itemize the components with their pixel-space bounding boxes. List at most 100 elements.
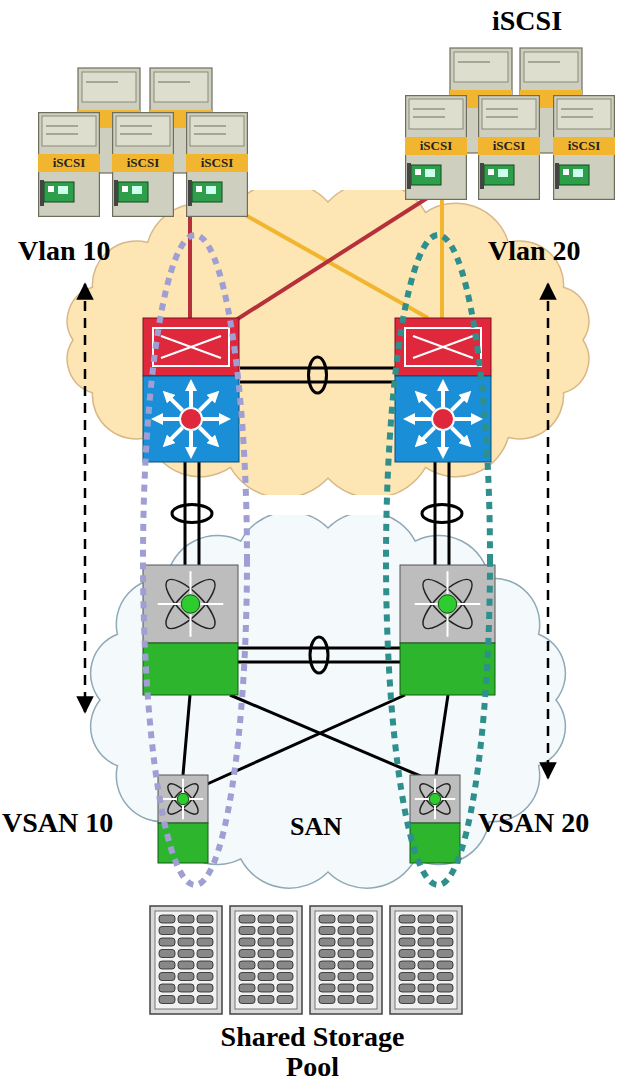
disk-drive	[239, 996, 255, 1004]
router-arrow	[419, 427, 435, 443]
disk-array	[150, 906, 222, 1014]
disk-drive	[258, 973, 274, 981]
switch-base	[143, 643, 238, 695]
nic-bracket	[40, 180, 44, 206]
trunk-link	[238, 661, 400, 664]
disk-drive	[159, 961, 175, 969]
trunk-link	[448, 462, 451, 565]
iscsi-server: iSCSI	[112, 112, 174, 217]
disk-drive	[258, 938, 274, 946]
disk-drive	[197, 938, 213, 946]
nic-bracket	[188, 180, 192, 206]
server-slot	[46, 126, 78, 127]
server-slot	[486, 117, 518, 118]
switch-arrow	[163, 798, 177, 800]
switch-icon	[413, 336, 473, 358]
disk-drive	[338, 961, 354, 969]
disk-drive	[399, 950, 415, 958]
switch-icon	[413, 336, 473, 358]
disk-array	[390, 906, 462, 1014]
server-slot	[486, 109, 518, 110]
port-channel	[422, 505, 462, 523]
trunk-link	[240, 367, 395, 370]
nic-bracket	[114, 180, 118, 206]
server-link	[440, 195, 444, 318]
array-face	[395, 911, 457, 1009]
disk-drive	[178, 984, 194, 992]
network-cloud: VSAN 10SANVSAN 20	[0, 515, 625, 890]
server-panel	[557, 99, 611, 129]
disk-drive	[319, 915, 335, 923]
switch-face	[400, 565, 495, 643]
nic-card	[411, 165, 441, 185]
array-face	[315, 911, 377, 1009]
group-heading: iSCSI	[492, 6, 562, 37]
disk-drive	[239, 973, 255, 981]
mapping-arrow	[84, 284, 87, 712]
server-label: iSCSI	[186, 154, 248, 172]
server-panel	[154, 72, 208, 102]
disk-drive	[399, 973, 415, 981]
switch-arrow	[182, 779, 184, 793]
network-label: VSAN 10	[2, 808, 113, 839]
disk-drive	[258, 961, 274, 969]
disk-drive	[277, 996, 293, 1004]
switch-base	[410, 823, 460, 863]
nic-chip	[415, 169, 421, 175]
disk-drive	[418, 915, 434, 923]
server-panel	[454, 52, 508, 82]
switch-arrow	[190, 614, 192, 637]
switch-arrow	[457, 603, 480, 605]
server-body	[187, 113, 248, 217]
disk-drive	[338, 938, 354, 946]
nic-chip	[196, 186, 202, 192]
server-slot	[158, 82, 190, 83]
router-arrow	[441, 385, 445, 407]
router-arrow	[441, 431, 445, 453]
disk-drive	[239, 961, 255, 969]
switch-hub	[438, 595, 456, 613]
nic-bracket	[480, 163, 484, 189]
vlan-vsan-path	[386, 235, 490, 885]
disk-drive	[319, 938, 335, 946]
server-panel	[190, 116, 244, 146]
server-panel	[42, 116, 96, 146]
switch-face	[410, 775, 460, 823]
vlan-vsan-path	[143, 235, 247, 885]
router-hub	[180, 408, 202, 430]
server-label: iSCSI	[478, 137, 540, 155]
disk-drive	[277, 915, 293, 923]
port-channel	[310, 637, 328, 673]
disk-drive	[437, 961, 453, 969]
disk-drive	[418, 950, 434, 958]
switch-hub	[429, 793, 440, 804]
nic-chip	[573, 169, 583, 177]
switch-icon	[405, 328, 481, 366]
disk-drive	[399, 927, 415, 935]
nic-card	[192, 182, 222, 202]
trunk-link	[184, 462, 187, 565]
nic-chip	[58, 186, 68, 194]
server-slot	[46, 134, 78, 135]
server-panel	[482, 99, 536, 129]
disk-drive	[239, 984, 255, 992]
trunk-link	[238, 647, 400, 650]
disk-drive	[319, 973, 335, 981]
disk-drive	[159, 938, 175, 946]
disk-drive	[277, 950, 293, 958]
disk-drive	[418, 984, 434, 992]
switch-face	[143, 565, 238, 643]
disk-drive	[319, 984, 335, 992]
disk-drive	[178, 915, 194, 923]
nic-chip	[132, 186, 142, 194]
disk-drive	[159, 984, 175, 992]
nic-chip	[206, 186, 216, 194]
trunk-link	[434, 462, 437, 565]
disk-drive	[338, 984, 354, 992]
array-face	[235, 911, 297, 1009]
nic-bracket	[555, 163, 559, 189]
disk-drive	[357, 927, 373, 935]
nic-chip	[425, 169, 435, 177]
switch-arrow	[415, 603, 438, 605]
switch-arrow	[190, 571, 192, 594]
